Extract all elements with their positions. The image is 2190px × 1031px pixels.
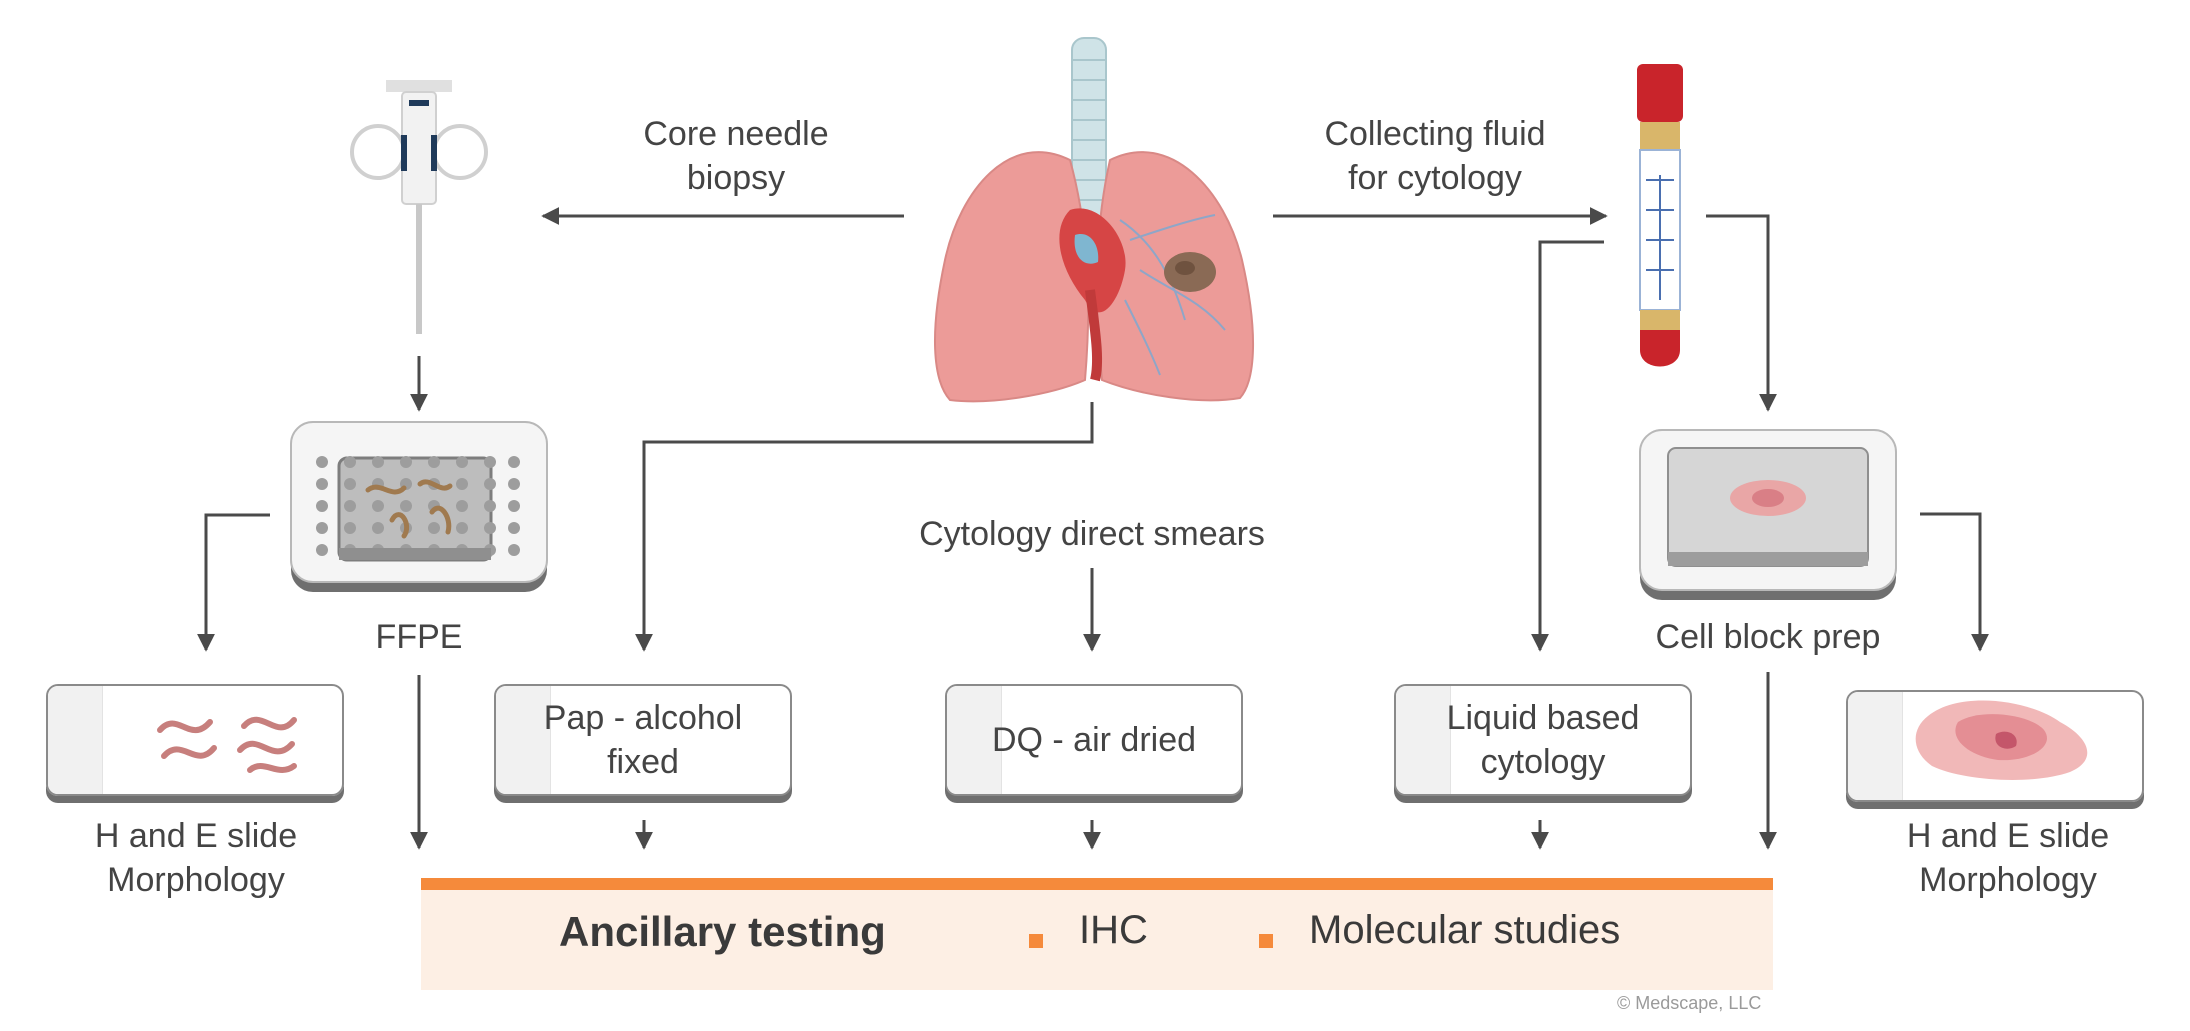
ancillary-item-ihc: IHC xyxy=(1079,908,1148,952)
slide-frosted-end xyxy=(496,686,551,794)
slide-frosted-end xyxy=(48,686,103,794)
he-slide-right-tissue xyxy=(1915,700,2088,780)
ancillary-testing-title: Ancillary testing xyxy=(559,908,886,955)
bullet-square-icon xyxy=(1029,934,1043,948)
he-slide-left-tissue xyxy=(157,716,297,773)
slide-frosted-end xyxy=(1848,692,1903,800)
arrow-ffpe-to-he-left xyxy=(197,513,270,652)
he-slide-left xyxy=(46,684,344,796)
arrow-lung-to-pap xyxy=(635,402,1094,652)
ffpe-cassette-illustration xyxy=(290,421,548,592)
bullet-square-icon xyxy=(1259,934,1273,948)
ancillary-item-molecular: Molecular studies xyxy=(1309,908,1621,952)
cell-block-prep-label: Cell block prep xyxy=(1655,618,1881,656)
cytology-direct-smears-label: Cytology direct smears xyxy=(919,515,1265,553)
arrow-tube-to-liquid xyxy=(1531,240,1604,652)
dq-slide-label: DQ - air dried xyxy=(991,721,1197,759)
slide-frosted-end xyxy=(1396,686,1451,794)
flow-arrows xyxy=(197,207,1989,850)
collection-tube-illustration xyxy=(1637,64,1683,367)
ffpe-label: FFPE xyxy=(375,618,463,656)
lungs-illustration xyxy=(933,37,1255,403)
copyright-notice: © Medscape, LLC xyxy=(1617,993,1762,1013)
biopsy-needle-illustration xyxy=(350,80,488,334)
ancillary-testing-band: Ancillary testing IHC Molecular studies xyxy=(421,878,1773,990)
arrow-cellblock-to-he-right xyxy=(1920,512,1989,652)
dq-slide: DQ - air dried xyxy=(945,684,1243,796)
cell-block-cassette-illustration xyxy=(1639,429,1897,600)
he-slide-right xyxy=(1846,690,2144,802)
arrow-tube-to-cellblock xyxy=(1706,214,1777,412)
slide-frosted-end xyxy=(947,686,1002,794)
